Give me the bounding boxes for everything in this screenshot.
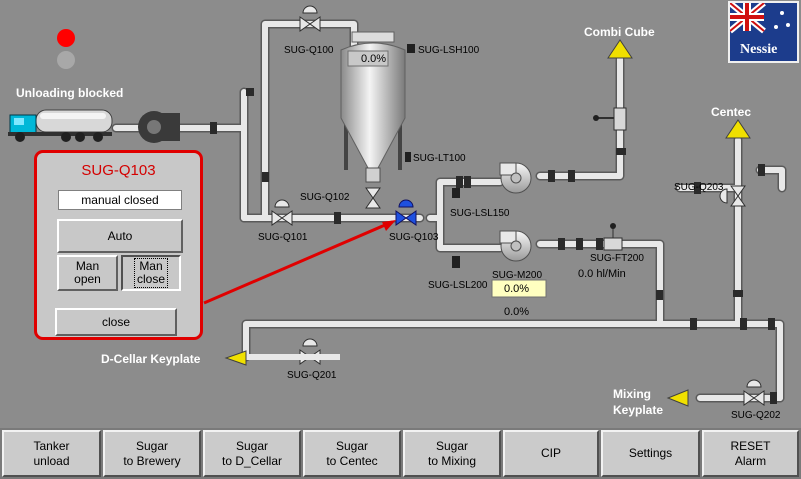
man-close-label: Man close bbox=[133, 258, 168, 288]
valve-q102-icon bbox=[365, 187, 381, 209]
truck-icon bbox=[8, 109, 113, 142]
lsl200-sensor-icon bbox=[452, 256, 460, 268]
nav-tanker-unload[interactable]: Tanker unload bbox=[2, 430, 101, 477]
tag-q102: SUG-Q102 bbox=[300, 192, 350, 203]
valve-q201-icon bbox=[299, 338, 321, 365]
m200-speed-box-value: 0.0% bbox=[504, 283, 529, 295]
popup-pointer-arrowhead bbox=[382, 220, 396, 231]
dest-combi-cube: Combi Cube bbox=[584, 25, 655, 39]
popup-pointer-line bbox=[203, 220, 393, 305]
pump-m200-icon bbox=[499, 230, 532, 262]
lsl150-sensor-icon bbox=[452, 188, 460, 198]
arrow-mixing-icon bbox=[666, 389, 689, 407]
lsh100-sensor-icon bbox=[407, 44, 415, 53]
valve-q203-icon bbox=[719, 185, 746, 207]
manual-valve-icon bbox=[593, 107, 627, 131]
pipe-couplings bbox=[210, 88, 777, 404]
nav-sugar-to-brewery[interactable]: Sugar to Brewery bbox=[103, 430, 201, 477]
silo-level-value: 0.0% bbox=[361, 53, 386, 65]
arrow-d-cellar-icon bbox=[224, 350, 247, 366]
m200-speed-value: 0.0% bbox=[504, 306, 529, 318]
tag-q202: SUG-Q202 bbox=[731, 410, 781, 421]
man-close-button[interactable]: Man close bbox=[121, 255, 181, 291]
logo-text: Nessie bbox=[740, 42, 777, 57]
sugar-silo: 0.0% bbox=[340, 31, 406, 183]
nav-sugar-to-d-cellar[interactable]: Sugar to D_Cellar bbox=[203, 430, 301, 477]
ft200-flow-value: 0.0 hl/Min bbox=[578, 268, 626, 280]
dest-mixing-line2: Keyplate bbox=[613, 403, 663, 417]
tag-m200: SUG-M200 bbox=[492, 270, 542, 281]
nav-sugar-to-mixing[interactable]: Sugar to Mixing bbox=[403, 430, 501, 477]
nav-sugar-to-centec[interactable]: Sugar to Centec bbox=[303, 430, 401, 477]
valve-q202-icon bbox=[743, 379, 765, 406]
nav-cip[interactable]: CIP bbox=[503, 430, 599, 477]
flowmeter-ft200-icon bbox=[603, 223, 623, 251]
auto-button[interactable]: Auto bbox=[57, 219, 183, 253]
blower-icon bbox=[138, 111, 180, 143]
unloading-blocked-text: Unloading blocked bbox=[16, 86, 123, 100]
arrow-centec-icon bbox=[725, 119, 751, 139]
alarm-lamp-grey bbox=[57, 51, 75, 69]
pipes bbox=[111, 19, 787, 403]
popup-title: SUG-Q103 bbox=[81, 162, 156, 179]
valve-state-field: manual closed bbox=[58, 190, 182, 210]
dest-mixing-line1: Mixing bbox=[613, 387, 651, 401]
valve-q103-icon[interactable] bbox=[395, 199, 417, 226]
nav-reset-alarm[interactable]: RESET Alarm bbox=[702, 430, 799, 477]
tag-q101: SUG-Q101 bbox=[258, 232, 308, 243]
tag-lsl150: SUG-LSL150 bbox=[450, 208, 510, 219]
arrow-combi-cube-icon bbox=[607, 39, 633, 62]
tag-q100: SUG-Q100 bbox=[284, 45, 334, 56]
flag-icon: Nessie bbox=[730, 3, 797, 61]
popup-close-button[interactable]: close bbox=[55, 308, 177, 336]
man-open-button[interactable]: Man open bbox=[57, 255, 118, 291]
process-diagram: Unloading blocked 0.0% SUG-LSH100 SUG-LT… bbox=[8, 5, 787, 421]
lt100-sensor-icon bbox=[405, 152, 411, 162]
tag-q203: SUG-Q203 bbox=[674, 182, 724, 193]
tag-lsl200: SUG-LSL200 bbox=[428, 280, 488, 291]
tag-q201: SUG-Q201 bbox=[287, 370, 337, 381]
valve-faceplate-popup: SUG-Q103 manual closed Auto Man open Man… bbox=[34, 150, 203, 340]
m200-speed-box bbox=[491, 279, 547, 298]
pump-150-icon bbox=[499, 162, 532, 194]
bottom-nav-bar: Tanker unload Sugar to Brewery Sugar to … bbox=[0, 428, 801, 479]
nessie-logo: Nessie bbox=[728, 1, 799, 63]
tag-lsh100: SUG-LSH100 bbox=[418, 45, 480, 56]
tag-ft200: SUG-FT200 bbox=[590, 253, 644, 264]
alarm-lamp-red bbox=[57, 29, 75, 47]
dest-centec: Centec bbox=[711, 105, 751, 119]
tag-q103: SUG-Q103 bbox=[389, 232, 439, 243]
valve-q100-icon bbox=[299, 5, 321, 32]
tag-lt100: SUG-LT100 bbox=[413, 153, 466, 164]
valve-q101-icon bbox=[271, 199, 293, 226]
nav-settings[interactable]: Settings bbox=[601, 430, 700, 477]
dest-d-cellar: D-Cellar Keyplate bbox=[101, 352, 201, 366]
